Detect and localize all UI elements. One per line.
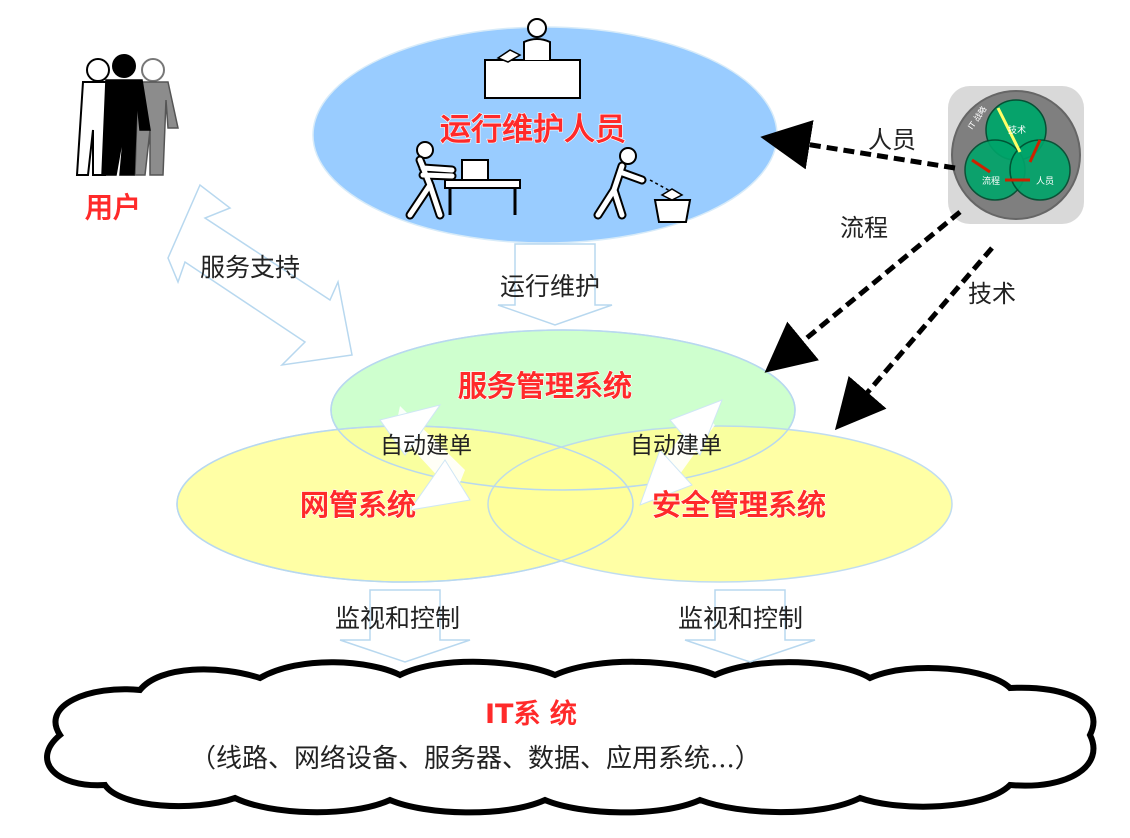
ops-staff-label: 运行维护人员 [440,112,626,148]
net-mgmt-label: 网管系统 [300,488,416,522]
auto-ticket-arrow-right [639,399,723,506]
service-mgmt-label: 服务管理系统 [458,369,632,403]
auto-ticket-left-label: 自动建单 [380,433,472,459]
it-strategy-triad-icon: IT 战略 技术 流程 人员 [948,86,1084,224]
people-label: 人员 [868,126,916,154]
monitor-arrow-right [684,589,816,663]
monitor-arrow-left [339,589,471,663]
process-dashed-arrow [764,210,962,373]
it-system-label: IT系 统 [485,698,577,730]
ops-maintenance-label: 运行维护 [500,272,600,301]
person-at-desk-icon [484,18,581,99]
auto-ticket-arrow-left [379,404,471,511]
person-throwing-paper-icon [593,147,692,223]
people-group-icon [75,54,179,176]
badge-tech-label: 技术 [1008,124,1026,136]
badge-process-label: 流程 [982,175,1000,187]
service-support-label: 服务支持 [200,253,300,282]
it-system-detail: （线路、网络设备、服务器、数据、应用系统...） [190,744,761,774]
ops-maintenance-arrow [497,243,613,326]
technology-dashed-arrow [834,246,994,431]
process-label: 流程 [840,214,888,242]
person-pushing-box-icon [405,141,521,220]
sec-mgmt-label: 安全管理系统 [652,488,826,522]
badge-people-label: 人员 [1036,176,1054,187]
sec-mgmt-ellipse [487,425,953,583]
auto-ticket-right-label: 自动建单 [630,433,722,459]
technology-label: 技术 [968,280,1016,308]
monitor-left-label: 监视和控制 [335,604,460,633]
service-support-arrow [167,183,353,367]
it-system-cloud [44,658,1097,816]
monitor-right-label: 监视和控制 [678,604,803,633]
user-label: 用户 [85,191,141,224]
people-dashed-arrow [760,120,956,171]
